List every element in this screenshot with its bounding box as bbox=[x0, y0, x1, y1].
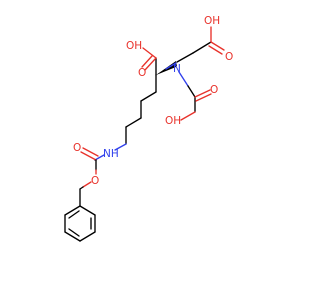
atom-label-nh: NH bbox=[103, 148, 119, 160]
bond bbox=[180, 111, 196, 121]
atom-label-oh: OH bbox=[165, 115, 181, 127]
bond bbox=[187, 85, 196, 98]
bond bbox=[68, 228, 80, 237]
bond bbox=[140, 91, 157, 102]
bond bbox=[64, 231, 81, 242]
atom-label-oh: OH bbox=[126, 40, 142, 52]
bond bbox=[165, 62, 177, 70]
bond bbox=[114, 143, 127, 151]
atom-label-o: O bbox=[91, 175, 99, 187]
bond-layer bbox=[64, 26, 225, 242]
bond bbox=[82, 181, 92, 188]
atom-label-o: O bbox=[210, 84, 218, 96]
molecule-diagram: OH O OH O N O OH NH O O bbox=[64, 15, 233, 242]
bond bbox=[79, 205, 96, 216]
stereo-wedge bbox=[156, 61, 176, 75]
bond bbox=[79, 231, 96, 242]
atom-label-oh: OH bbox=[204, 15, 220, 27]
bond bbox=[208, 45, 223, 55]
bond bbox=[195, 93, 212, 102]
bond bbox=[176, 52, 194, 63]
atom-label-n: N bbox=[173, 63, 181, 75]
atom-label-o: O bbox=[138, 67, 146, 79]
bond bbox=[178, 71, 189, 87]
atom-label-layer: OH O OH O N O OH NH O O bbox=[73, 15, 233, 187]
bond bbox=[192, 41, 212, 54]
bond bbox=[64, 205, 81, 216]
bond bbox=[82, 147, 99, 157]
bond bbox=[125, 117, 142, 128]
bond bbox=[141, 55, 153, 68]
bond bbox=[210, 41, 225, 51]
bond bbox=[144, 57, 157, 71]
bond bbox=[68, 210, 80, 219]
bond bbox=[142, 47, 157, 59]
atom-label-o: O bbox=[225, 51, 233, 63]
bond bbox=[94, 154, 105, 161]
bond bbox=[194, 89, 211, 98]
bond bbox=[80, 151, 97, 161]
atom-label-o: O bbox=[73, 142, 81, 154]
